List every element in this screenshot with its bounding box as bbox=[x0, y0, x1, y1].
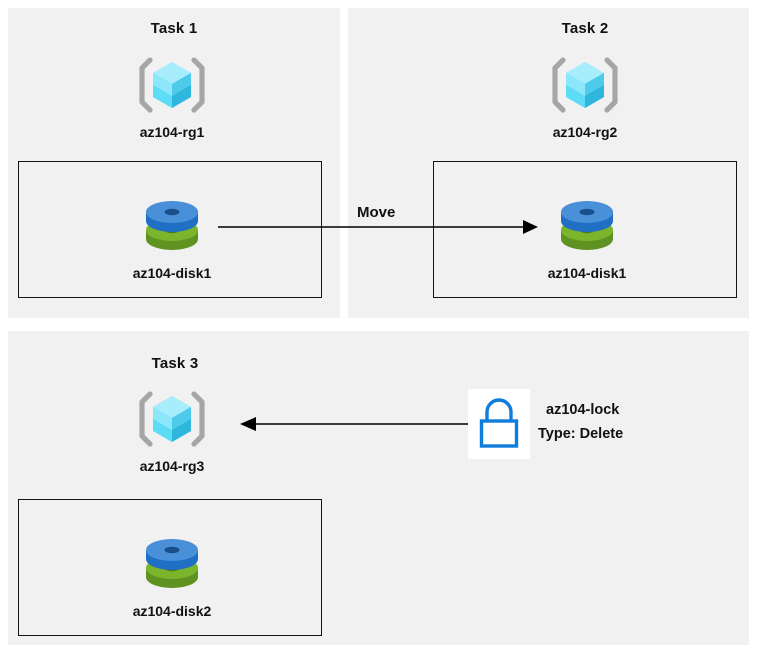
resource-label-2: az104-disk1 bbox=[547, 265, 627, 281]
lock-type-label: Type: Delete bbox=[538, 426, 624, 442]
resource-group-label-1: az104-rg1 bbox=[139, 124, 205, 140]
lock-icon bbox=[479, 398, 519, 448]
managed-disk-icon bbox=[146, 539, 198, 588]
managed-disk-icon bbox=[561, 201, 613, 250]
task-title-3: Task 3 bbox=[151, 355, 199, 372]
managed-disk-icon bbox=[146, 201, 198, 250]
lock-name-label: az104-lock bbox=[546, 402, 620, 418]
resource-group-label-2: az104-rg2 bbox=[552, 124, 618, 140]
move-arrow-label: Move bbox=[357, 204, 396, 221]
lock-tile bbox=[468, 389, 530, 459]
task-title-1: Task 1 bbox=[150, 20, 198, 37]
task-title-2: Task 2 bbox=[561, 20, 609, 37]
resource-group-icon bbox=[139, 57, 205, 113]
resource-group-icon bbox=[139, 391, 205, 447]
resource-group-icon bbox=[552, 57, 618, 113]
resource-group-label-3: az104-rg3 bbox=[139, 458, 205, 474]
resource-label-3: az104-disk2 bbox=[132, 603, 212, 619]
lock-arrow bbox=[240, 417, 472, 431]
resource-label-1: az104-disk1 bbox=[132, 265, 212, 281]
move-arrow bbox=[218, 220, 538, 234]
